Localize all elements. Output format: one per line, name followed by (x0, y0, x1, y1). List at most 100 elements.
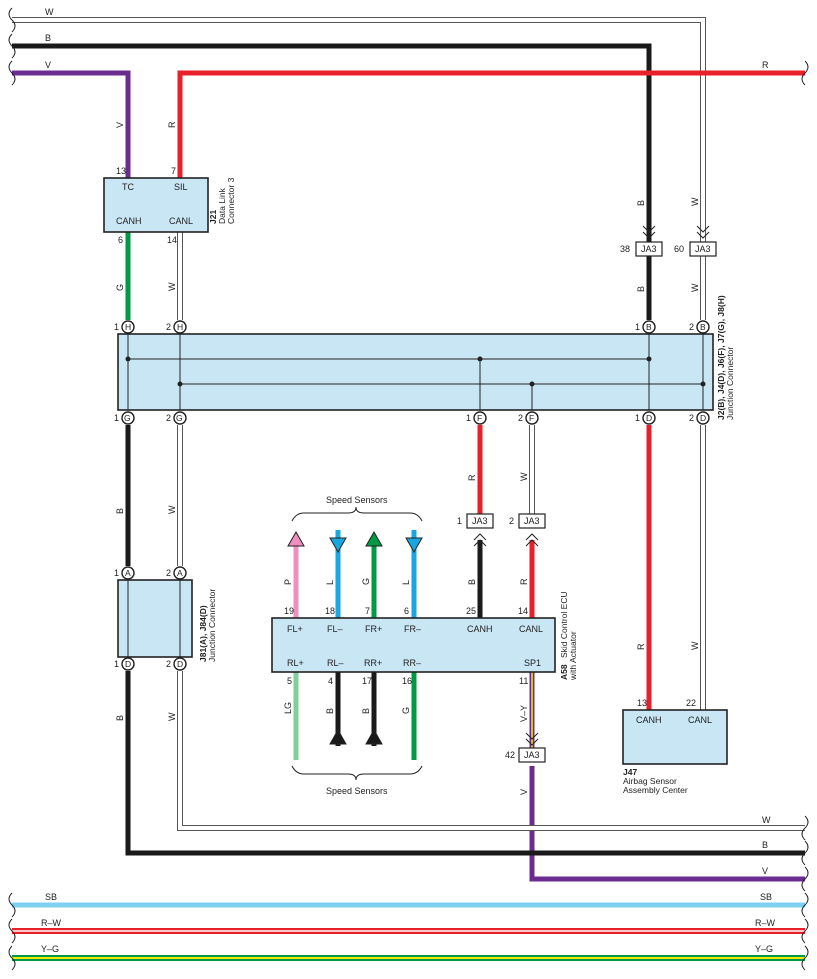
ja3-60-label: JA3 (695, 244, 711, 254)
ja3-38-label: JA3 (641, 244, 657, 254)
pin-num-g1: 1 (114, 413, 119, 423)
pin-num-jd2: 2 (166, 659, 171, 669)
wl-w-top: W (45, 7, 54, 17)
junction-j81-name: Junction Connector (207, 589, 217, 662)
wl-v-lower: V (519, 789, 529, 795)
ecu-label-rrplus: RR+ (364, 658, 382, 668)
dlc-pin-sil: 7 (171, 166, 176, 176)
airbag-canh-label: CANH (636, 715, 662, 725)
ja3-2-label: JA3 (524, 516, 540, 526)
wire-r-top (177, 70, 805, 178)
ja3-42-pin: 42 (505, 750, 515, 760)
ecu-label-rlplus: RL+ (287, 658, 304, 668)
wl-b-top: B (45, 33, 51, 43)
junction-j81-code: J81(A), J84(D) (198, 605, 208, 662)
wl-b-bottom: B (762, 840, 768, 850)
ecu-pin-17: 17 (362, 676, 372, 686)
pin-letter-jd1: D (125, 659, 131, 669)
pin-letter-g1: G (124, 413, 131, 423)
ja3-1-pin: 1 (457, 516, 462, 526)
airbag-code: J47 (623, 767, 637, 777)
wl-w-airbag: W (690, 641, 700, 650)
dlc-pin-canh: 6 (118, 235, 123, 245)
pin-letter-h1: H (125, 322, 131, 332)
pin-num-g2: 2 (166, 413, 171, 423)
ja3-60-pin: 60 (674, 244, 684, 254)
ja3-1-label: JA3 (472, 516, 488, 526)
pin-num-h1: 1 (114, 322, 119, 332)
ja3-38-pin: 38 (620, 244, 630, 254)
airbag-pin-canh: 13 (637, 698, 647, 708)
dlc-canl-label: CANL (169, 216, 193, 226)
ecu-label-canh: CANH (467, 624, 493, 634)
junction-main-name: Junction Connector (725, 347, 735, 420)
ecu-pin-25: 25 (466, 606, 476, 616)
wl-l-1: L (325, 580, 335, 585)
dlc-name-line1: Data Link (217, 187, 227, 224)
wl-w-bottom: W (762, 815, 771, 825)
ecu-label-rrminus: RR– (403, 658, 421, 668)
wire-w-top (12, 17, 706, 258)
wl-p: P (283, 579, 293, 585)
wl-w-left: W (167, 505, 177, 514)
wl-r-top: R (762, 60, 769, 70)
airbag-pin-canl: 22 (686, 698, 696, 708)
ecu-name-line1: Skid Control ECU (559, 591, 569, 658)
pin-letter-f1: F (477, 413, 482, 423)
pin-letter-a1: A (125, 568, 131, 578)
pin-letter-h2: H (177, 322, 183, 332)
pin-num-h2: 2 (166, 322, 171, 332)
wl-g-dlc: G (115, 284, 125, 291)
wl-b-left: B (115, 508, 125, 514)
dlc-pin-canl: 14 (167, 235, 177, 245)
wire-b-top (12, 43, 652, 258)
pin-letter-g2: G (176, 413, 183, 423)
ecu-pin-5: 5 (287, 676, 292, 686)
pin-num-f1: 1 (466, 413, 471, 423)
wire-v-bottom (529, 766, 805, 882)
ja3-tag-1: JA3 1 (457, 513, 494, 547)
pin-letter-d2: D (700, 413, 706, 423)
wl-g-rr: G (401, 707, 411, 714)
wire-v-top (12, 70, 131, 178)
break-marks-left (8, 7, 16, 971)
wl-w-upper: W (690, 197, 700, 206)
dlc-pin-tc: 13 (116, 166, 126, 176)
speed-sensor-arrows (287, 530, 423, 745)
dlc-tc-label: TC (122, 182, 134, 192)
ecu-pin-18: 18 (325, 606, 335, 616)
ecu-label-frminus: FR– (404, 624, 421, 634)
wl-r-ecu: R (519, 578, 529, 585)
ja3-tag-60: JA3 60 (674, 225, 717, 257)
junction-connector-j81: J81(A), J84(D) Junction Connector (117, 579, 217, 662)
wl-b-rr: B (361, 708, 371, 714)
wl-b-ecu: B (467, 579, 477, 585)
wl-w-mid: W (690, 283, 700, 292)
ja3-tag-42: JA3 42 (505, 732, 546, 763)
dlc-name-line2: Connector 3 (226, 177, 236, 224)
airbag-name-line1: Airbag Sensor (623, 776, 677, 786)
pin-num-a1: 1 (114, 568, 119, 578)
wl-yg-left: Y–G (41, 944, 59, 954)
pin-num-a2: 2 (166, 568, 171, 578)
wl-w-f2: W (519, 472, 529, 481)
ja3-42-label: JA3 (524, 750, 540, 760)
junction-main-code: J2(B), J4(D), J6(F), J7(G), J8(H) (716, 295, 726, 420)
wl-rw-right: R–W (755, 918, 776, 928)
wl-lg: LG (283, 702, 293, 714)
ecu-name-line2: with Actuator (568, 631, 578, 681)
ja3-tag-2: JA3 2 (509, 513, 546, 547)
pin-num-d1: 1 (635, 413, 640, 423)
pin-letter-a2: A (177, 568, 183, 578)
ecu-label-sp1: SP1 (524, 658, 541, 668)
speed-sensors-bottom-label: Speed Sensors (326, 786, 388, 796)
wire-color-letters: W B V R V R G W B W B W B W R W B R P L … (41, 7, 776, 954)
ecu-label-frplus: FR+ (365, 624, 382, 634)
wl-v-bottom: V (762, 866, 768, 876)
break-marks-right (801, 60, 809, 971)
ecu-pin-6: 6 (404, 606, 409, 616)
ja3-2-pin: 2 (509, 516, 514, 526)
wl-b-rl: B (325, 708, 335, 714)
skid-control-ecu: FL+ FL– FR+ FR– CANH CANL RL+ RL– RR+ RR… (271, 591, 578, 686)
wl-w-dlc: W (167, 282, 177, 291)
